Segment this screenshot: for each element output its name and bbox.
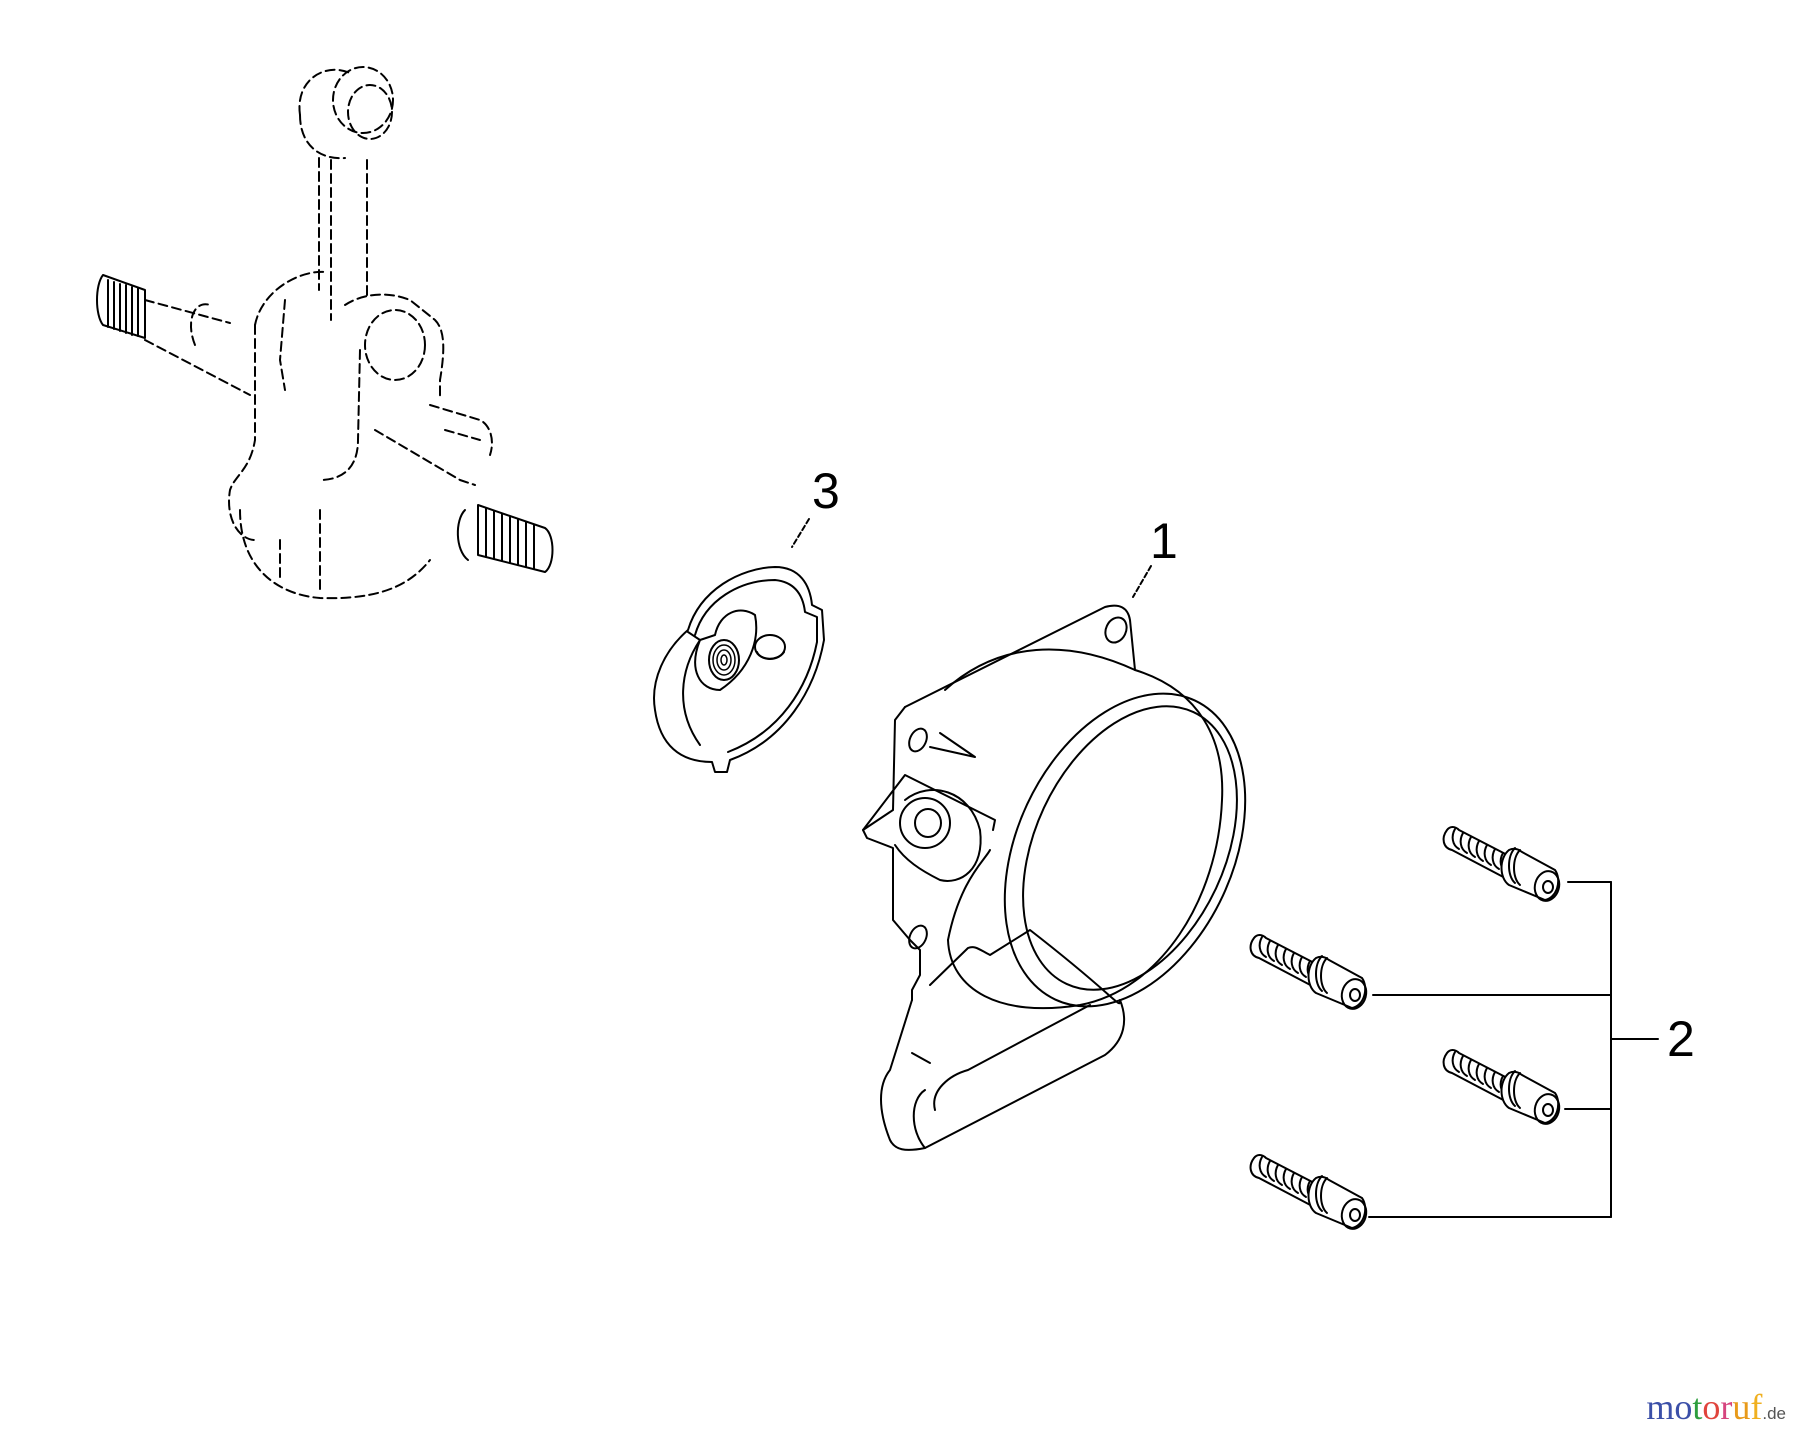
part-3-leader: [792, 519, 809, 547]
part-label-3: 3: [812, 463, 840, 519]
part-1-cover: [863, 606, 1293, 1150]
part-3-disc: [654, 567, 824, 772]
part-2-screw-3: [1442, 1049, 1564, 1128]
watermark-suffix: .de: [1762, 1404, 1786, 1423]
crankshaft-thread-right: [458, 505, 553, 572]
crankshaft-reference: [145, 67, 492, 598]
watermark-letter: o: [1702, 1387, 1721, 1427]
watermark-logo: motoruf.de: [1646, 1389, 1786, 1425]
watermark-letter: o: [1674, 1387, 1693, 1427]
crankshaft-thread-left: [97, 275, 145, 338]
part-label-2: 2: [1667, 1011, 1695, 1067]
watermark-letter: u: [1732, 1387, 1751, 1427]
part-2-screw-2: [1249, 934, 1371, 1013]
watermark-letter: f: [1750, 1387, 1763, 1427]
part-2-screw-1: [1442, 826, 1564, 905]
watermark-letter: t: [1692, 1387, 1703, 1427]
part-1-leader: [1133, 566, 1151, 597]
part-2-screw-4: [1249, 1154, 1371, 1233]
part-2-bracket: [1369, 882, 1658, 1217]
part-label-1: 1: [1150, 513, 1178, 569]
watermark-letter: r: [1720, 1387, 1733, 1427]
watermark-letter: m: [1646, 1387, 1675, 1427]
